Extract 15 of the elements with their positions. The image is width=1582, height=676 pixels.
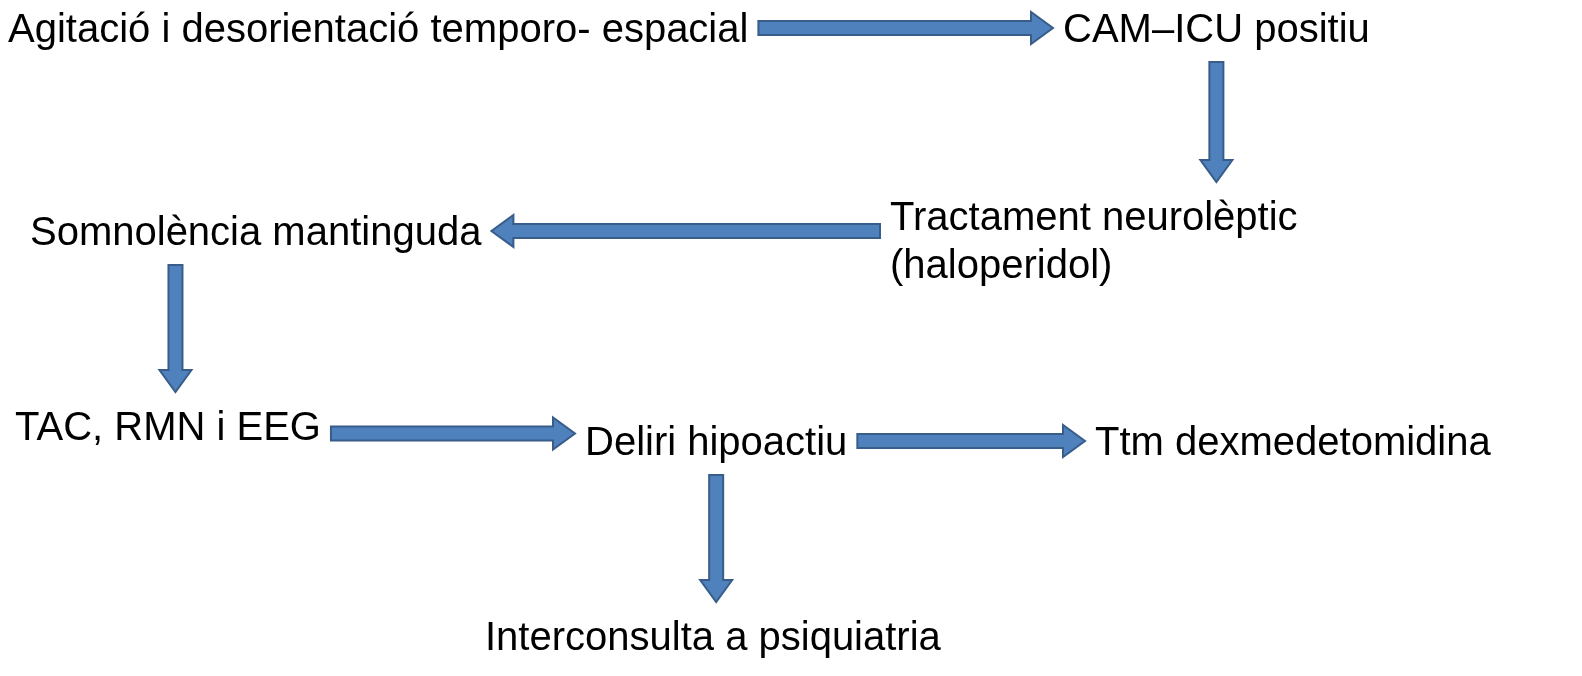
block-arrow <box>1198 61 1235 184</box>
block-arrow <box>329 415 577 452</box>
block-arrow <box>698 474 735 604</box>
block-arrow <box>856 423 1087 459</box>
step-text: CAM–ICU positiu <box>1063 4 1370 52</box>
step-text: Agitació i desorientació temporo- espacial <box>8 4 749 52</box>
step-text: Somnolència mantinguda <box>30 207 482 255</box>
block-arrow <box>757 10 1055 46</box>
step-text: Tractament neurolèptic (haloperidol) <box>890 192 1390 288</box>
block-arrow <box>489 213 881 249</box>
step-text: Interconsulta a psiquiatria <box>485 612 941 660</box>
block-arrow <box>157 264 194 394</box>
step-text: Ttm dexmedetomidina <box>1095 417 1491 465</box>
step-text: TAC, RMN i EEG <box>15 402 321 450</box>
step-text: Deliri hipoactiu <box>585 417 848 465</box>
